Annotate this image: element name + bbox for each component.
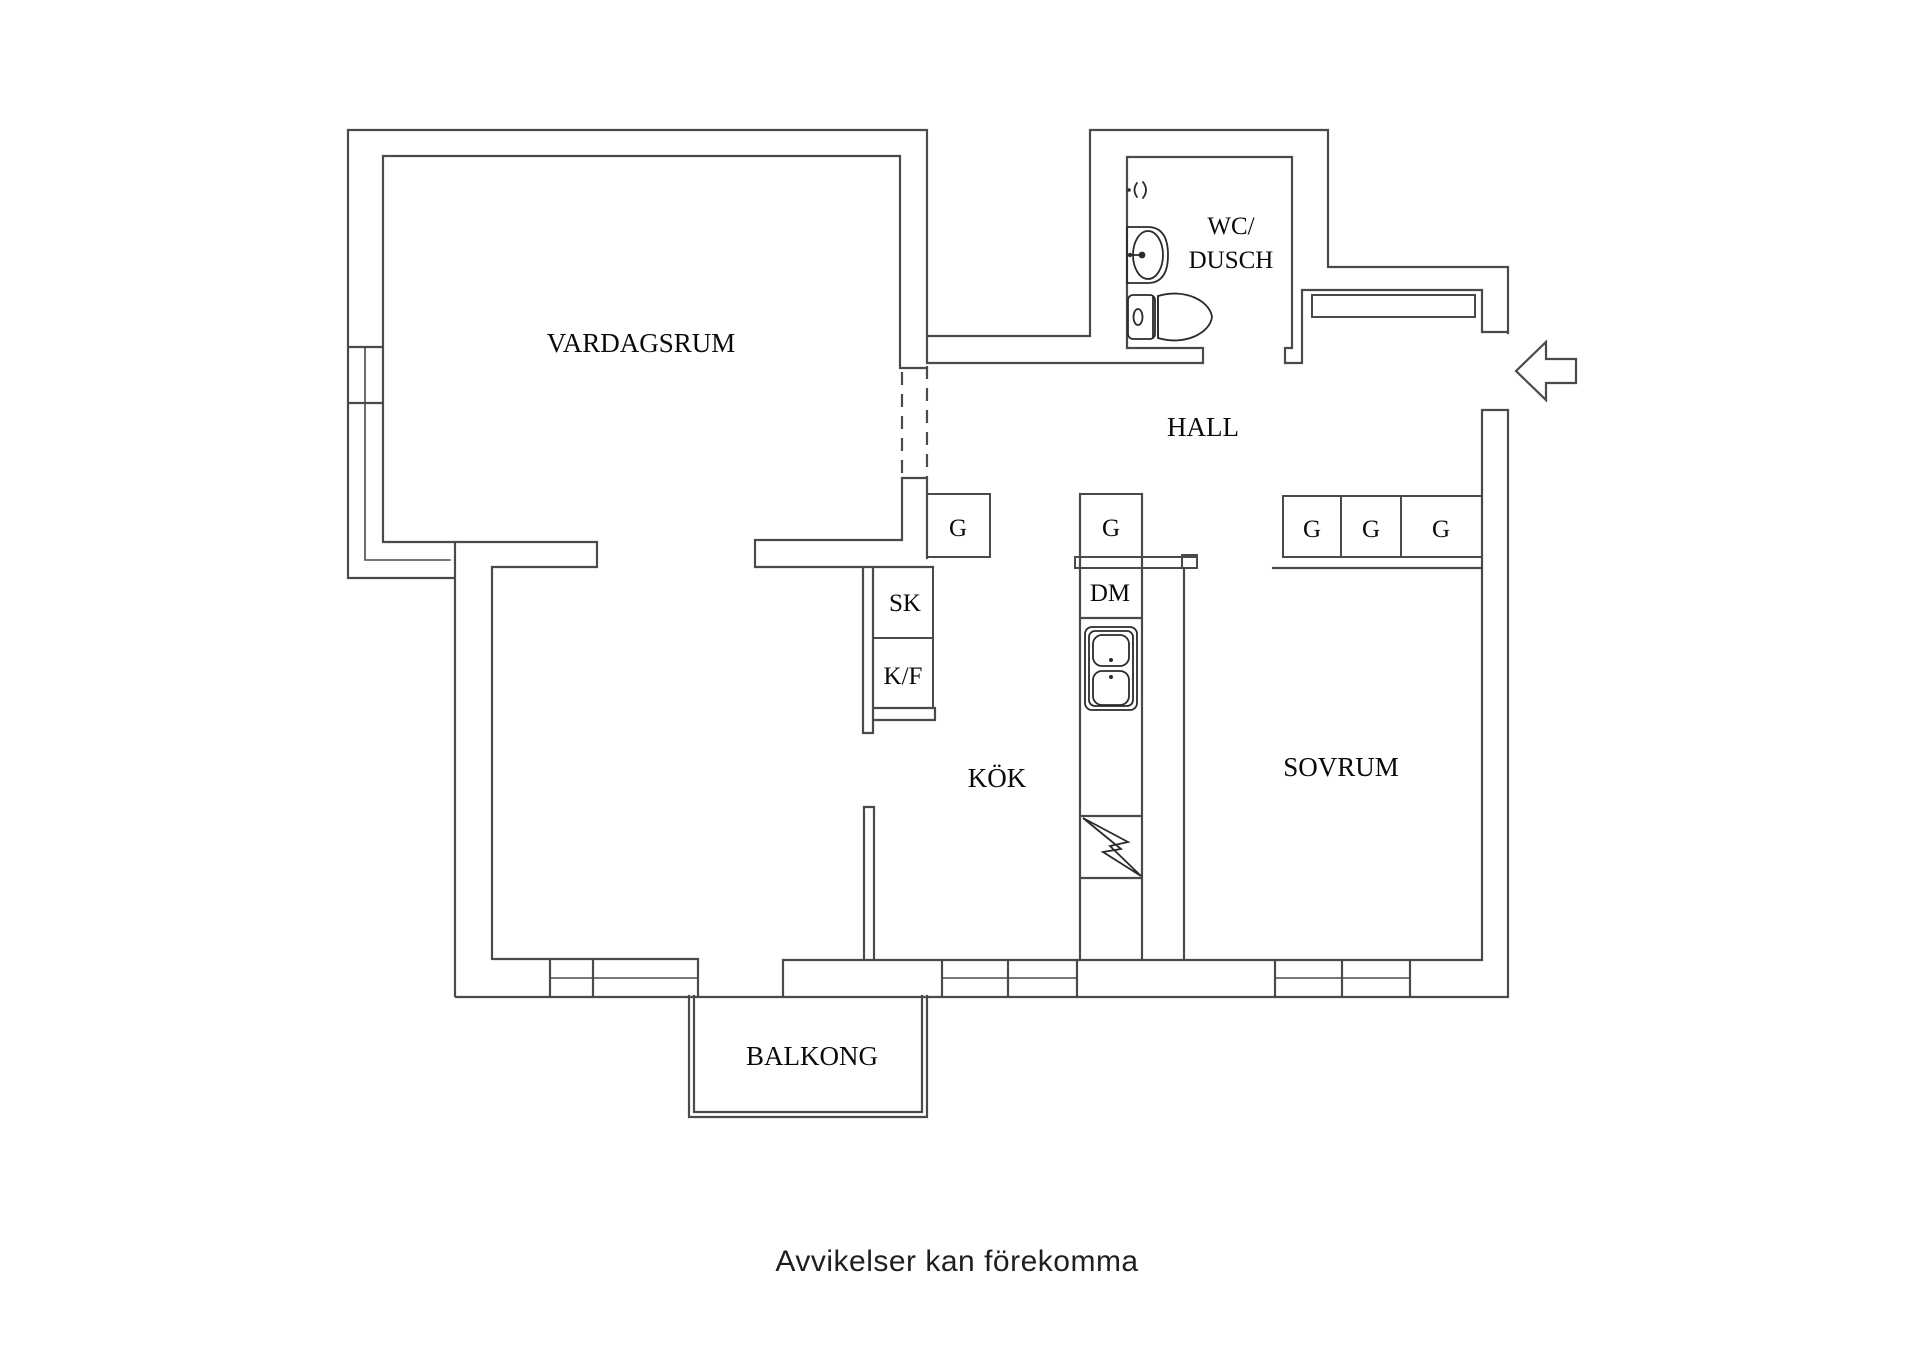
kitchen-sink-icon [1084, 626, 1138, 711]
fridge-freezer-label: K/F [884, 663, 923, 690]
stove-lightning-icon [1082, 817, 1142, 877]
fridge-freezer-box [872, 637, 934, 709]
room-label-wc-line1: WC/ [1207, 213, 1254, 240]
walls [346, 128, 1510, 999]
cabinet-label: SK [889, 590, 921, 617]
window-glass-lines [364, 346, 1411, 979]
disclaimer-text: Avvikelser kan förekomma [775, 1245, 1138, 1278]
wardrobe-label-2: G [1362, 516, 1380, 543]
dashed-opening [900, 366, 929, 478]
room-label-wc-line2: DUSCH [1189, 247, 1274, 274]
wardrobe-label-3: G [1432, 516, 1450, 543]
room-label-balkong: BALKONG [746, 1041, 878, 1071]
room-label-vardagsrum: VARDAGSRUM [547, 328, 736, 358]
hall-bottom-wall-band [1074, 556, 1198, 569]
wardrobe-label-hall-left: G [949, 515, 967, 542]
wardrobe-label-1: G [1303, 516, 1321, 543]
wardrobe-label-kitchen: G [1102, 515, 1120, 542]
room-label-sovrum: SOVRUM [1283, 752, 1399, 782]
balcony-railing [687, 994, 929, 1119]
room-label-hall: HALL [1167, 412, 1239, 442]
entry-arrow-icon [1514, 339, 1578, 403]
wardrobe-box-3 [1400, 495, 1483, 558]
room-label-kok: KÖK [968, 763, 1027, 793]
hall-shelf-closet [1311, 294, 1476, 318]
hall-wardrobe-box-left [926, 493, 991, 558]
dishwasher-label: DM [1090, 580, 1130, 607]
toilet-icon [1127, 292, 1213, 342]
shower-icon [1127, 181, 1147, 199]
bathroom-sink-icon [1126, 226, 1169, 284]
